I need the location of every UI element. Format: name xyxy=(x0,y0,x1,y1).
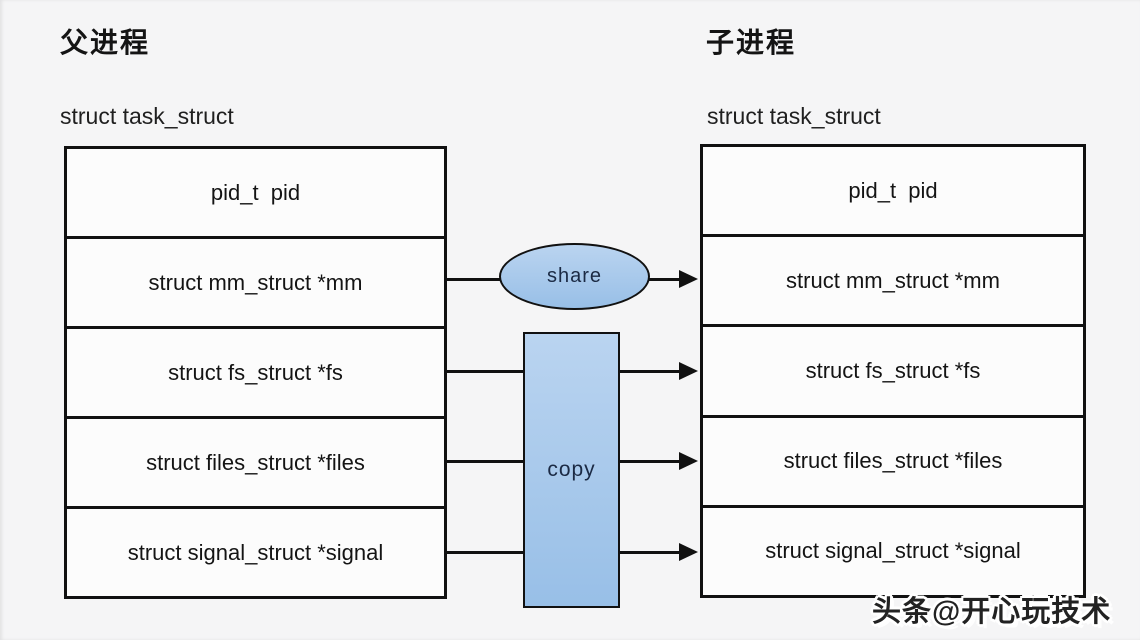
parent-field-files: struct files_struct *files xyxy=(67,419,444,509)
signal-arrow-line-right xyxy=(619,551,680,554)
child-field-pid: pid_t pid xyxy=(703,147,1083,238)
child-field-fs: struct fs_struct *fs xyxy=(703,327,1083,418)
child-field-files: struct files_struct *files xyxy=(703,418,1083,508)
fs-arrow-line-left xyxy=(447,370,524,373)
child-process-title: 子进程 xyxy=(706,27,797,58)
child-field-signal: struct signal_struct *signal xyxy=(765,538,1021,564)
parent-field-signal: struct signal_struct *signal xyxy=(127,539,384,565)
files-arrow-line-right xyxy=(619,460,680,463)
parent-task-struct-table: pid_t pid struct mm_struct *mm struct fs… xyxy=(64,146,447,599)
parent-field-fs: struct fs_struct *fs xyxy=(67,329,444,419)
mm-arrow-line-left xyxy=(447,278,500,281)
fs-arrow-line-right xyxy=(619,370,680,373)
parent-field-mm: struct mm_struct *mm xyxy=(67,239,444,329)
parent-process-title: 父进程 xyxy=(60,27,151,58)
parent-field-pid: pid_t pid xyxy=(67,149,444,239)
fs-arrowhead-icon xyxy=(679,362,698,380)
copy-operation-rect: copy xyxy=(523,332,620,608)
watermark-text: 头条@开心玩技术 xyxy=(872,596,1112,628)
copy-label: copy xyxy=(547,458,596,481)
parent-struct-label: struct task_struct xyxy=(60,103,234,129)
child-task-struct-table: pid_t pid struct mm_struct *mm struct fs… xyxy=(700,144,1086,598)
mm-arrowhead-icon xyxy=(679,270,698,288)
files-arrow-line-left xyxy=(447,460,524,463)
child-field-mm: struct mm_struct *mm xyxy=(703,237,1083,328)
signal-arrowhead-icon xyxy=(679,543,698,561)
mm-arrow-line-right xyxy=(648,278,680,281)
child-struct-label: struct task_struct xyxy=(707,103,881,129)
files-arrowhead-icon xyxy=(679,452,698,470)
signal-arrow-line-left xyxy=(447,551,524,554)
share-label: share xyxy=(546,265,603,287)
share-operation-ellipse: share xyxy=(499,243,650,310)
